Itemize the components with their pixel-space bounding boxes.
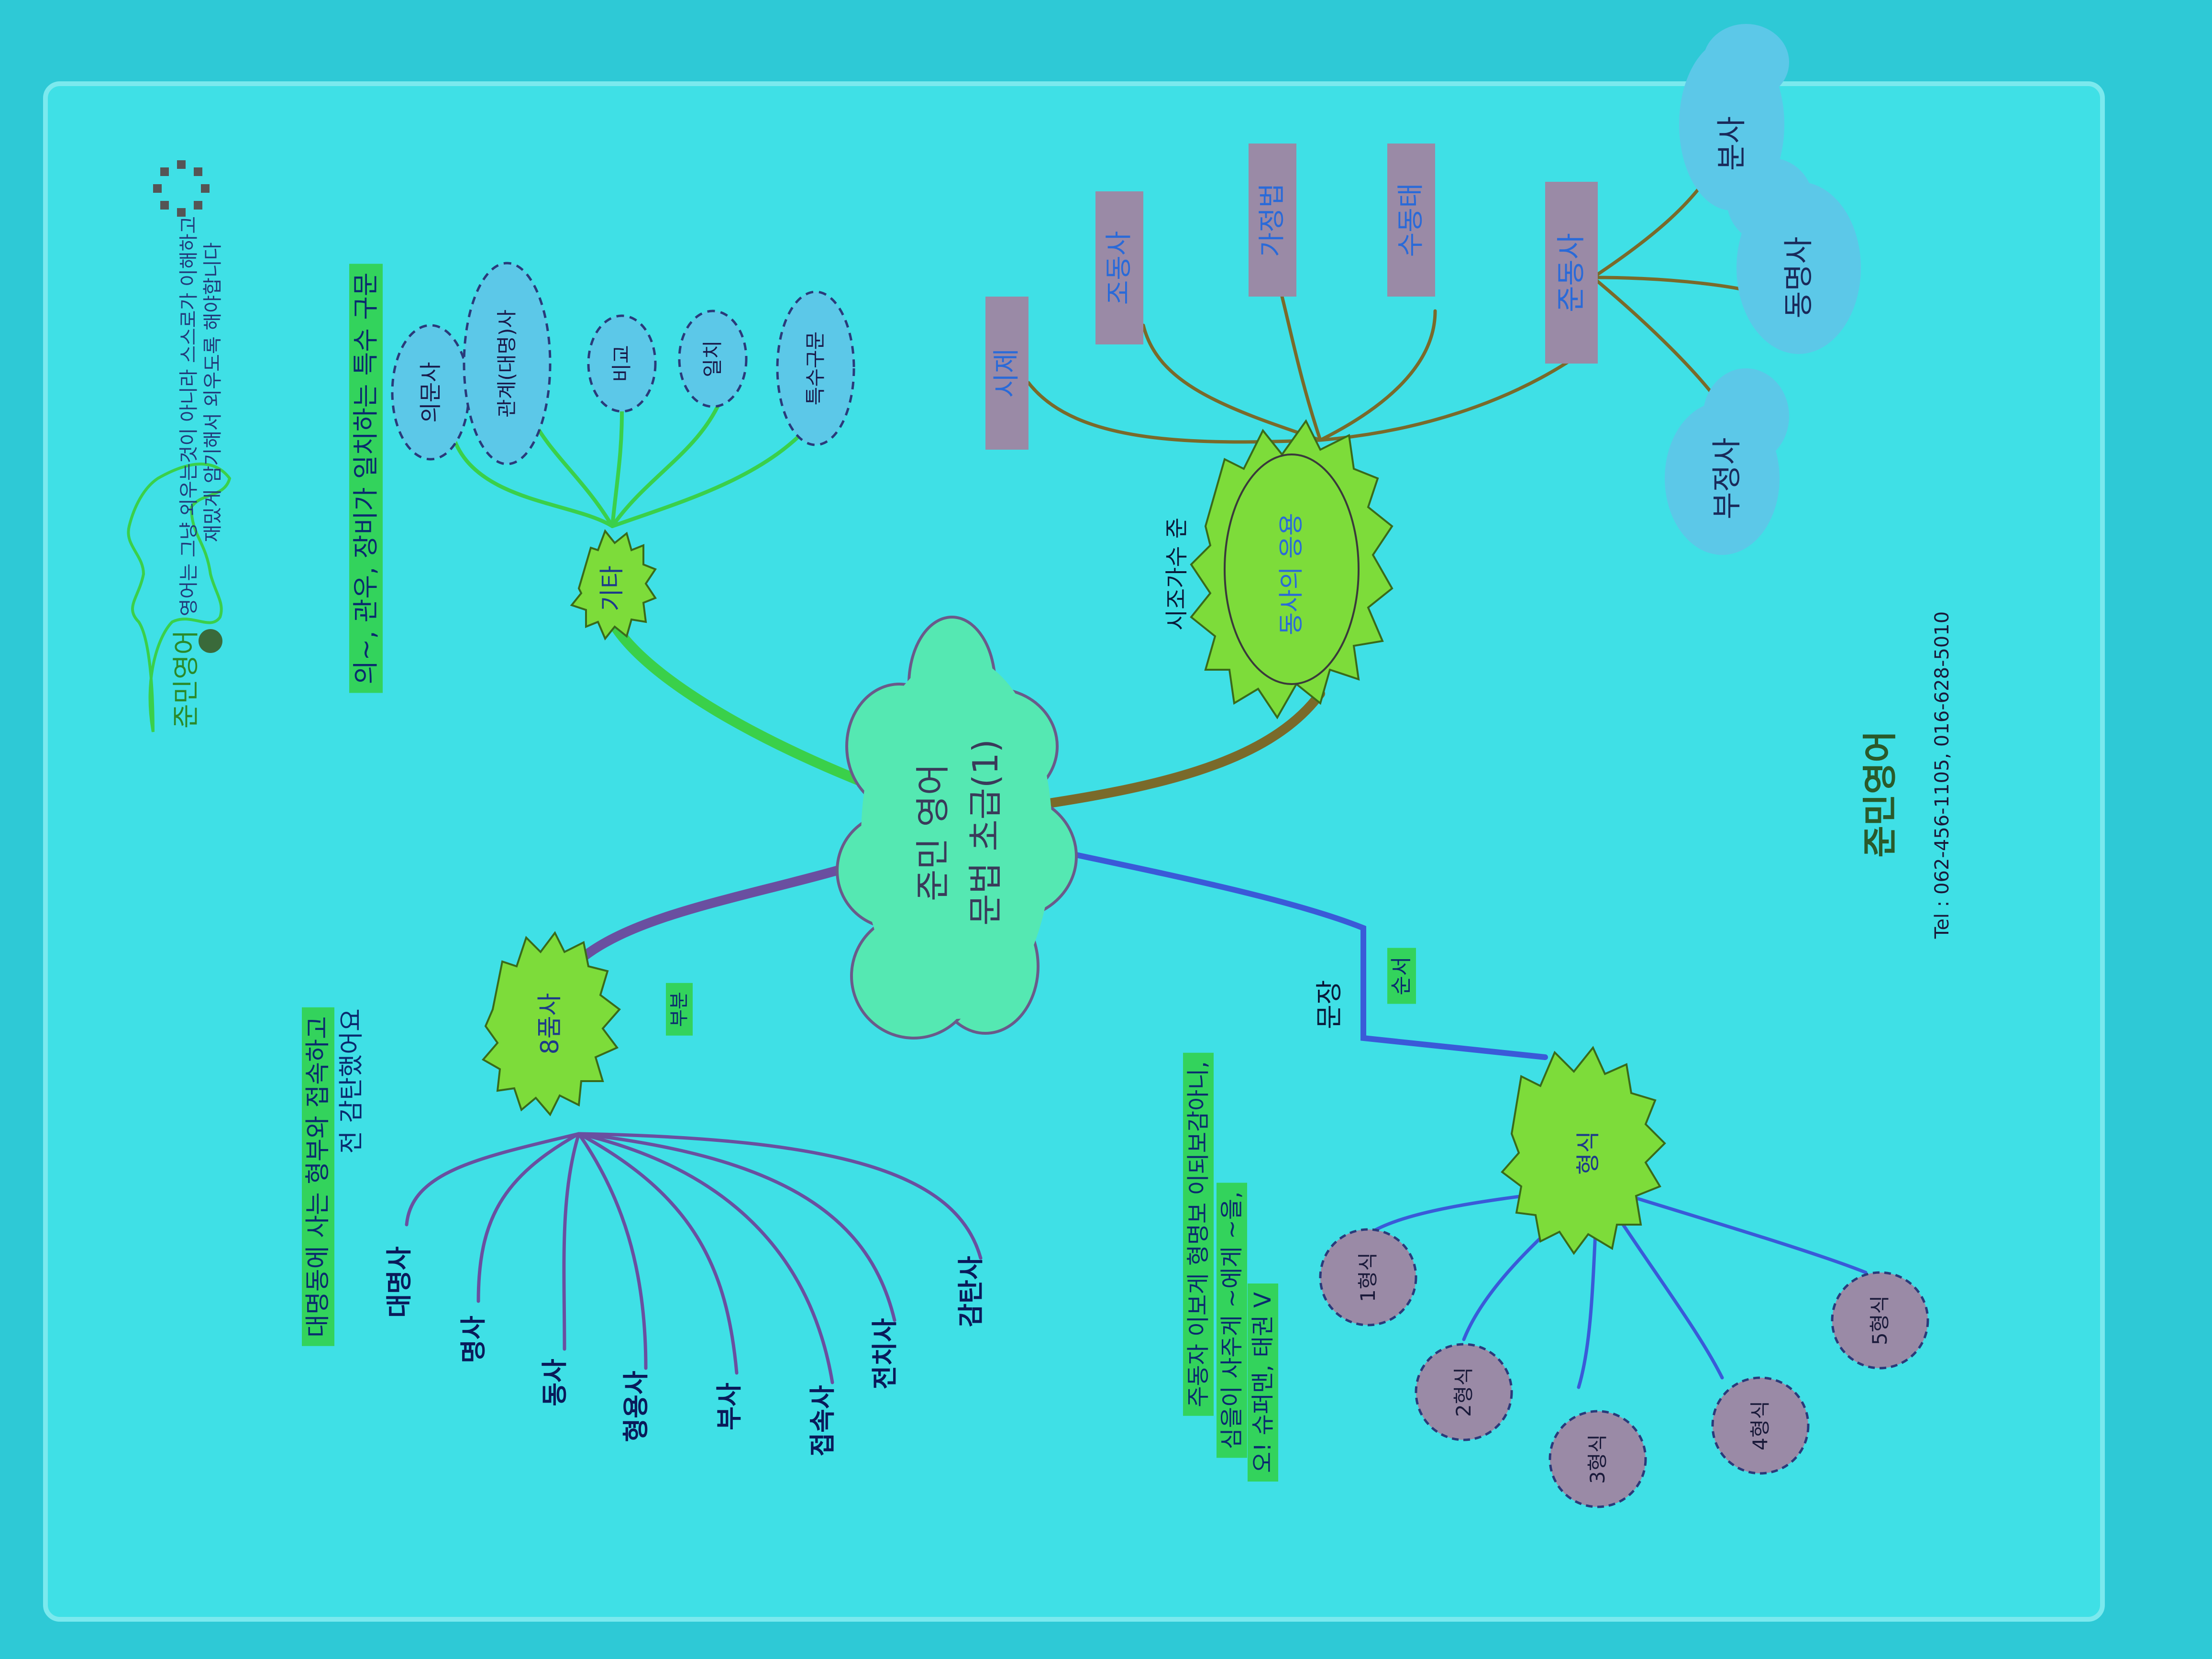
grammar-hub-label: 8품사: [536, 993, 564, 1055]
sentence-leaf-2: 2형식: [1452, 1367, 1475, 1417]
center-title-line1: 준민 영어: [913, 763, 953, 901]
grammar-leaf-8: 감탄사: [956, 1256, 986, 1327]
sentence-leaf-1: 1형식: [1356, 1252, 1380, 1303]
center-cloud: [836, 616, 1078, 1040]
etc-leaf-shapes: [391, 262, 855, 465]
footer-tel: Tel : 062-456-1105, 016-628-5010: [1931, 611, 1953, 939]
dot-ring-icon: [153, 160, 210, 217]
branch-grammar-line: [579, 852, 890, 962]
branch-verbs-line: [1009, 689, 1325, 813]
grammar-hub-sun: [481, 931, 621, 1117]
brand-logo-shape: [127, 463, 232, 732]
grammar-leaf-1: 대명사: [384, 1246, 414, 1318]
grammar-leaf-3: 동사: [540, 1359, 570, 1406]
etc-leaf-5: 특수구문: [804, 331, 827, 406]
etc-caption: 의~, 관우, 장비가 일치하는 특수 구문: [349, 264, 383, 693]
sentence-leaf-5: 5형식: [1868, 1295, 1891, 1346]
grammar-leaf-5: 부사: [714, 1382, 744, 1430]
footer-logo: 준민영어: [1860, 730, 1900, 858]
sentence-caption-line1: 주동자 이보게 형명보 이되보감아니,: [1183, 1052, 1214, 1416]
verb-leaf-3: 가정법: [1257, 183, 1288, 257]
sentence-caption-line3: 오! 슈퍼맨, 태권 V: [1248, 1283, 1278, 1482]
grammar-caption-line1: 대명동에 사는 형부와 접속하고: [302, 1007, 334, 1346]
branch-lines: [405, 151, 1868, 1389]
grammar-leaf-6: 접속사: [807, 1385, 838, 1457]
verb-leaf-5: 준동사: [1555, 233, 1588, 312]
center-title-line2: 문법 초급(1): [965, 739, 1006, 926]
etc-hub-sun: [570, 529, 657, 641]
verb-leaf-1: 시제: [991, 348, 1022, 398]
grammar-leaf-7: 전치사: [870, 1318, 900, 1390]
verb-leaf-4: 수동태: [1395, 183, 1427, 257]
sentence-leaf-circles: [1319, 1228, 1929, 1508]
brand-note-line2: 재밌게 암기해서 외우도록 해야합니다: [202, 242, 224, 542]
verbal-subleaf-2: 동명사: [1781, 236, 1816, 319]
etc-leaf-4: 일치: [701, 340, 724, 377]
grammar-leaf-2: 명사: [458, 1316, 488, 1363]
grammar-leaf-4: 형용사: [621, 1371, 651, 1442]
verb-leaf-2: 조동사: [1104, 231, 1135, 305]
etc-leaf-1: 의문사: [418, 362, 443, 423]
sentence-leaf-4: 4형식: [1748, 1400, 1772, 1451]
branch-sentence-line: [1035, 844, 1548, 1060]
grammar-caption-line2: 전 감탄했어요: [337, 1008, 366, 1154]
etc-leaf-2: 관계(대명)사: [495, 310, 519, 418]
brand-logo-name: 준민영어: [171, 630, 202, 729]
sentence-caption-line2: 심을이 사주게 ~에게 ~을,: [1217, 1183, 1247, 1458]
verbs-hub-sun: [1190, 419, 1394, 719]
verbs-caption: 시조가수 준: [1163, 517, 1190, 631]
verb-tag-boxes: [985, 144, 1598, 450]
brand-note-line1: 영어는 그냥 외우는것이 아니라 스스로가 이해하고: [178, 216, 200, 617]
etc-leaf-3: 비교: [610, 345, 633, 382]
branch-etc-line: [607, 617, 900, 799]
sentence-leaf-3: 3형식: [1586, 1434, 1609, 1484]
sentence-hub-sun: [1501, 1046, 1666, 1255]
verbal-bubbles: [1665, 24, 1861, 555]
verbal-subleaf-1: 부정사: [1709, 437, 1744, 520]
sentence-label: 문장: [1314, 980, 1345, 1029]
verbal-subleaf-3: 분사: [1714, 116, 1749, 171]
grammar-tag: 부분: [666, 983, 693, 1036]
verbs-hub-label: 동사의 응용: [1277, 513, 1306, 635]
etc-hub-label: 기타: [598, 565, 627, 611]
sentence-tag: 순서: [1387, 948, 1416, 1004]
sentence-hub-label: 형식: [1574, 1131, 1602, 1175]
